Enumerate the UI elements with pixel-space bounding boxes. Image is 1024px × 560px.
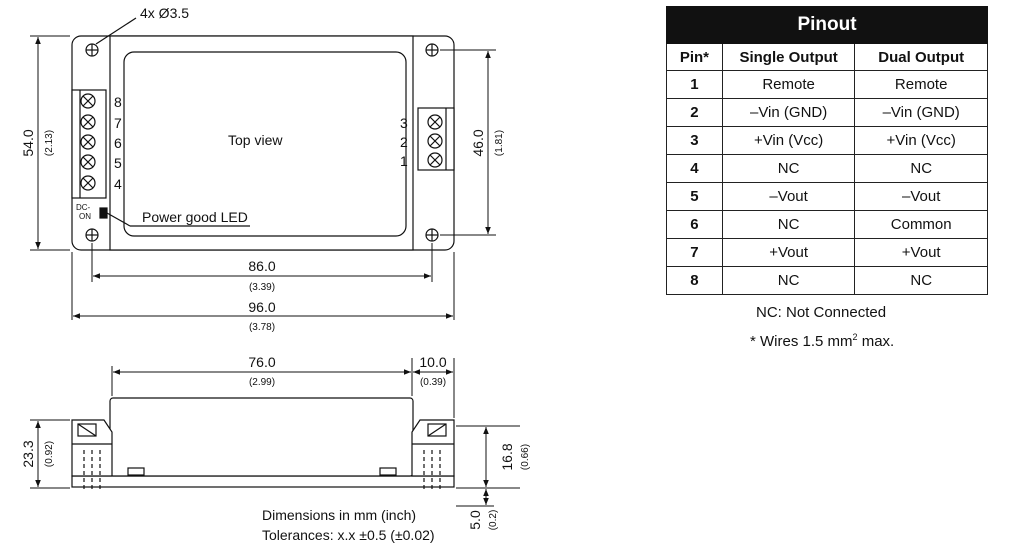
dim-5-value: 5.0 — [467, 510, 483, 530]
table-row: 4 NC NC — [666, 154, 988, 183]
wires-note-suffix: max. — [857, 333, 895, 350]
wires-note-text: * Wires 1.5 mm — [750, 333, 853, 350]
side-body — [109, 397, 414, 477]
pin-cell: 3 — [666, 126, 723, 155]
table-row: 1 Remote Remote — [666, 70, 988, 99]
dim-86-inch: (3.39) — [249, 282, 275, 293]
dim-96-value: 96.0 — [248, 299, 275, 315]
top-view-label: Top view — [228, 132, 283, 148]
dim-16-inch: (0.66) — [520, 444, 531, 470]
pin-cell: 7 — [666, 238, 723, 267]
single-output-cell: –Vin (GND) — [721, 98, 856, 127]
header-pin: Pin* — [666, 43, 723, 71]
dim-5-inch: (0.2) — [488, 510, 499, 531]
pinout-table: Pinout Pin* Single Output Dual Output 1 … — [666, 6, 988, 295]
terminal-screw — [427, 133, 443, 149]
pin-cell: 6 — [666, 210, 723, 239]
header-single-output: Single Output — [721, 43, 856, 71]
single-output-cell: NC — [721, 210, 856, 239]
mounting-hole — [425, 228, 439, 242]
single-output-cell: +Vout — [721, 238, 856, 267]
wires-note-superscript: 2 — [852, 332, 858, 342]
dim-54-inch: (2.13) — [44, 130, 55, 156]
dual-output-cell: +Vout — [854, 238, 988, 267]
pinout-title: Pinout — [666, 6, 988, 44]
dc-on-label: ON — [79, 212, 91, 221]
dim-10-inch: (0.39) — [420, 377, 446, 388]
dual-output-cell: Remote — [854, 70, 988, 99]
dim-46-inch: (1.81) — [494, 130, 505, 156]
mounting-hole — [85, 43, 99, 57]
pin-cell: 8 — [666, 266, 723, 295]
single-output-cell: NC — [721, 154, 856, 183]
pin-cell: 1 — [666, 70, 723, 99]
dual-output-cell: NC — [854, 266, 988, 295]
dual-output-cell: Common — [854, 210, 988, 239]
table-row: 6 NC Common — [666, 210, 988, 239]
pin-number-5: 5 — [114, 155, 122, 171]
nc-note: NC: Not Connected — [756, 304, 887, 321]
terminal-screw — [427, 152, 443, 168]
pin-number-6: 6 — [114, 135, 122, 151]
terminal-screw — [80, 114, 96, 130]
single-output-cell: Remote — [721, 70, 856, 99]
single-output-cell: +Vin (Vcc) — [721, 126, 856, 155]
dimensions-note: Dimensions in mm (inch) — [262, 507, 416, 523]
dim-76-value: 76.0 — [248, 354, 275, 370]
table-row: 2 –Vin (GND) –Vin (GND) — [666, 98, 988, 127]
pin-cell: 5 — [666, 182, 723, 211]
terminal-screw — [80, 154, 96, 170]
dc-on-label: DC- — [76, 203, 91, 212]
dim-96-inch: (3.78) — [249, 322, 275, 333]
side-foot — [379, 467, 397, 476]
top-label-area — [123, 51, 407, 237]
side-foot — [127, 467, 145, 476]
dim-16-value: 16.8 — [499, 443, 515, 470]
single-output-cell: NC — [721, 266, 856, 295]
power-good-led — [99, 207, 108, 219]
mounting-hole — [425, 43, 439, 57]
pin-number-1: 1 — [400, 153, 408, 169]
terminal-screw — [80, 175, 96, 191]
pin-cell: 2 — [666, 98, 723, 127]
led-leader-line — [106, 212, 131, 227]
pin-number-7: 7 — [114, 115, 122, 131]
tolerances-note: Tolerances: x.x ±0.5 (±0.02) — [262, 527, 435, 543]
pin-cell: 4 — [666, 154, 723, 183]
dim-23-value: 23.3 — [20, 440, 36, 467]
wires-note: * Wires 1.5 mm2 max. — [750, 332, 894, 350]
top-view — [71, 17, 455, 251]
pin-number-8: 8 — [114, 94, 122, 110]
hole-callout: 4x Ø3.5 — [140, 5, 189, 21]
dim-76-inch: (2.99) — [249, 377, 275, 388]
table-row: 8 NC NC — [666, 266, 988, 295]
table-row: 5 –Vout –Vout — [666, 182, 988, 211]
hole-callout-leader — [95, 17, 137, 45]
power-good-led-label: Power good LED — [142, 209, 248, 225]
terminal-screw — [427, 114, 443, 130]
side-base-plate — [71, 475, 455, 488]
header-dual-output: Dual Output — [854, 43, 988, 71]
dual-output-cell: –Vin (GND) — [854, 98, 988, 127]
pin-number-2: 2 — [400, 134, 408, 150]
pin-number-3: 3 — [400, 115, 408, 131]
single-output-cell: –Vout — [721, 182, 856, 211]
dim-86-value: 86.0 — [248, 258, 275, 274]
side-view — [71, 397, 455, 492]
dim-46-value: 46.0 — [470, 129, 486, 156]
dim-54-value: 54.0 — [20, 129, 36, 156]
dual-output-cell: NC — [854, 154, 988, 183]
table-row: 3 +Vin (Vcc) +Vin (Vcc) — [666, 126, 988, 155]
mounting-hole — [85, 228, 99, 242]
dual-output-cell: +Vin (Vcc) — [854, 126, 988, 155]
dim-10-value: 10.0 — [419, 354, 446, 370]
terminal-screw — [80, 93, 96, 109]
dual-output-cell: –Vout — [854, 182, 988, 211]
pin-number-4: 4 — [114, 176, 122, 192]
dim-23-inch: (0.92) — [44, 441, 55, 467]
terminal-screw — [80, 134, 96, 150]
table-row: 7 +Vout +Vout — [666, 238, 988, 267]
